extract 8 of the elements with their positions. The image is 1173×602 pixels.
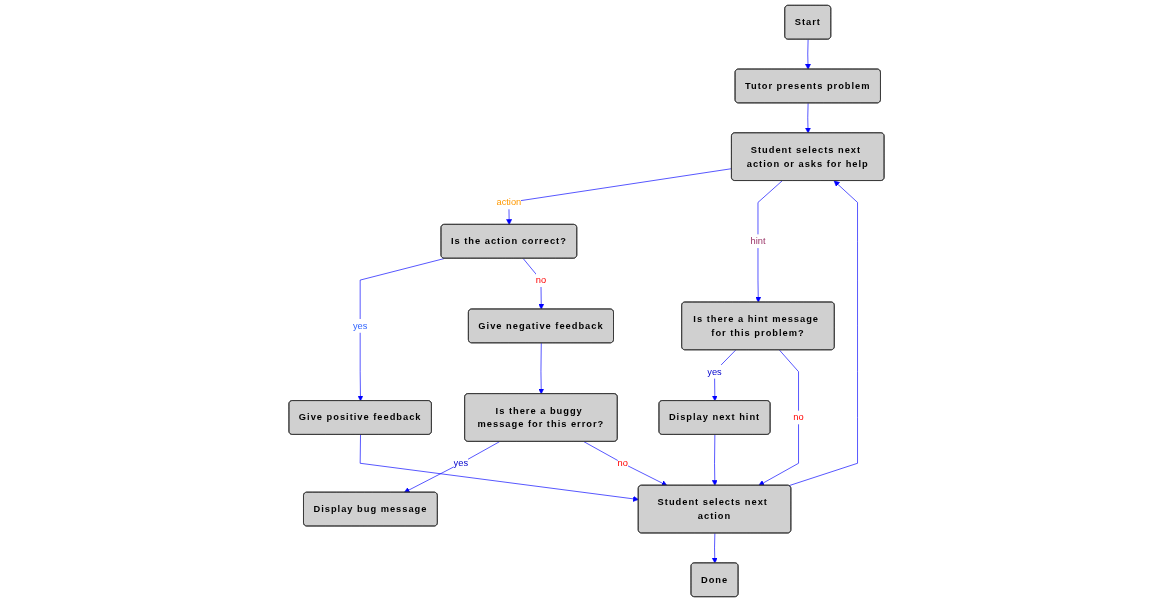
edge-label: yes: [453, 457, 469, 469]
edge-label: no: [793, 411, 804, 423]
edge-label: no: [535, 274, 547, 286]
edge-label: no: [617, 457, 628, 469]
edge-label: yes: [707, 366, 722, 377]
edge-label: yes: [352, 320, 368, 331]
edge-label: action: [496, 196, 522, 208]
edge-label: hint: [750, 235, 766, 247]
